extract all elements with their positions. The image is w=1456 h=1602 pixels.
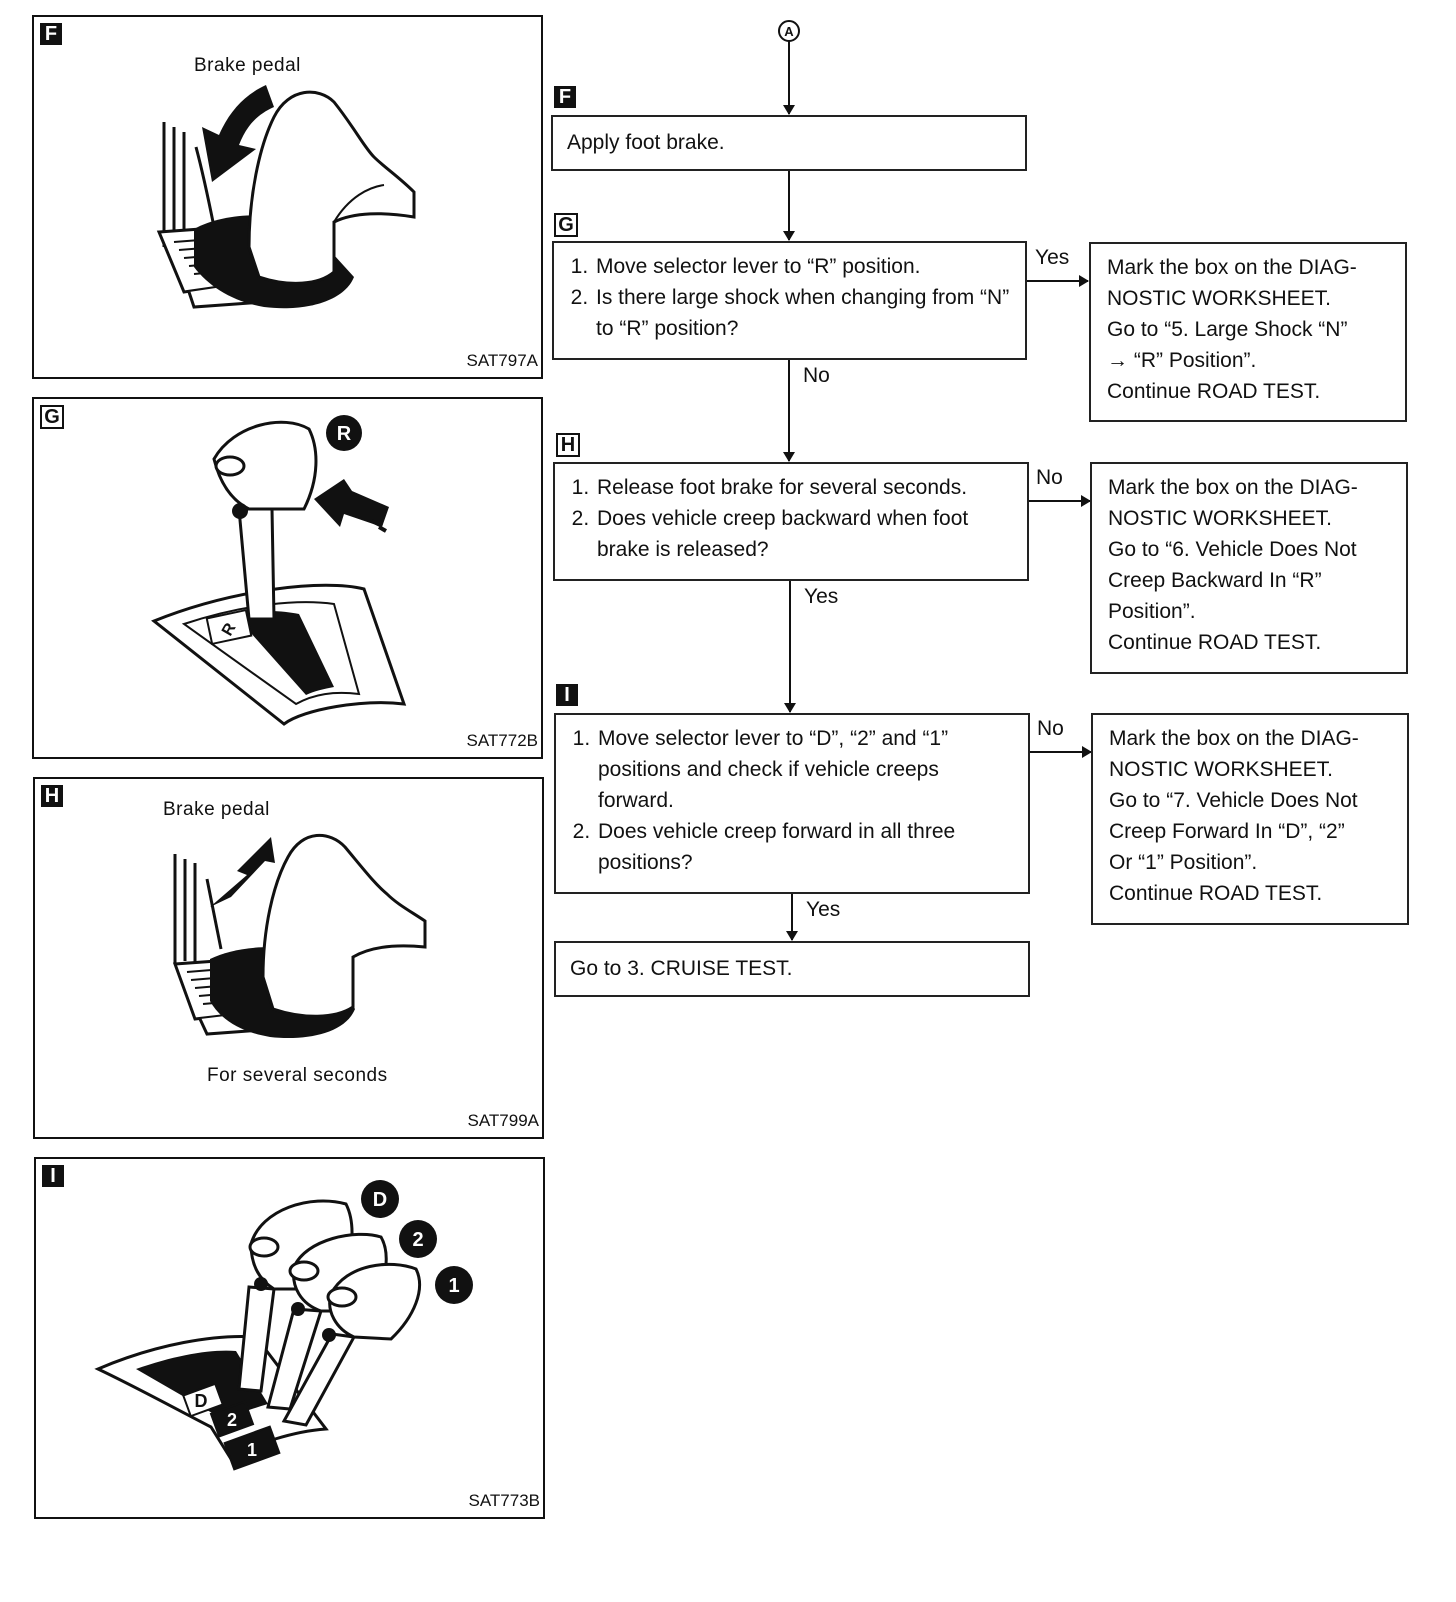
label-h-yes: Yes [804,585,838,609]
step-item: Release foot brake for several seconds. [595,472,1013,503]
result-box-large-shock: Mark the box on the DIAG- NOSTIC WORKSHE… [1089,242,1407,422]
step-tag-i: I [556,684,578,706]
label-h-no: No [1036,466,1063,490]
result-line: NOSTIC WORKSHEET. [1107,283,1391,314]
step-text: Apply foot brake. [567,127,1011,158]
step-item: Move selector lever to “D”, “2” and “1” … [596,723,1014,816]
label-g-yes: Yes [1035,246,1069,270]
label-i-yes: Yes [806,898,840,922]
result-line: Or “1” Position”. [1109,847,1393,878]
result-line: Mark the box on the DIAG- [1107,252,1391,283]
step-box-move-to-r: Move selector lever to “R” position. Is … [552,241,1027,360]
step-box-apply-foot-brake: Apply foot brake. [551,115,1027,171]
result-line: Mark the box on the DIAG- [1108,472,1392,503]
step-item: Move selector lever to “R” position. [594,251,1011,282]
step-tag-g: G [554,213,578,237]
result-line: Creep Forward In “D”, “2” [1109,816,1393,847]
result-line: Creep Backward In “R” [1108,565,1392,596]
step-tag-f: F [554,86,576,108]
connector-a-label: A [784,24,794,39]
step-text: Go to 3. CRUISE TEST. [570,953,1014,984]
result-box-no-creep-forward: Mark the box on the DIAG- NOSTIC WORKSHE… [1091,713,1409,925]
result-line: Go to “5. Large Shock “N” [1107,314,1391,345]
result-line: Go to “7. Vehicle Does Not [1109,785,1393,816]
step-box-cruise-test: Go to 3. CRUISE TEST. [554,941,1030,997]
result-line: NOSTIC WORKSHEET. [1108,503,1392,534]
result-line: Go to “6. Vehicle Does Not [1108,534,1392,565]
label-g-no: No [803,364,830,388]
step-item: Does vehicle creep forward in all three … [596,816,1014,878]
result-line: Mark the box on the DIAG- [1109,723,1393,754]
step-tag-h: H [556,433,580,457]
result-line: NOSTIC WORKSHEET. [1109,754,1393,785]
result-line: Position”. [1108,596,1392,627]
result-line: → “R” Position”. [1107,345,1391,376]
result-line: Continue ROAD TEST. [1107,376,1391,407]
label-i-no: No [1037,717,1064,741]
step-item: Is there large shock when changing from … [594,282,1011,344]
result-line: Continue ROAD TEST. [1108,627,1392,658]
step-box-move-to-d21: Move selector lever to “D”, “2” and “1” … [554,713,1030,894]
step-item: Does vehicle creep backward when foot br… [595,503,1013,565]
step-box-release-brake: Release foot brake for several seconds. … [553,462,1029,581]
result-box-no-creep-backward: Mark the box on the DIAG- NOSTIC WORKSHE… [1090,462,1408,674]
result-line: Continue ROAD TEST. [1109,878,1393,909]
